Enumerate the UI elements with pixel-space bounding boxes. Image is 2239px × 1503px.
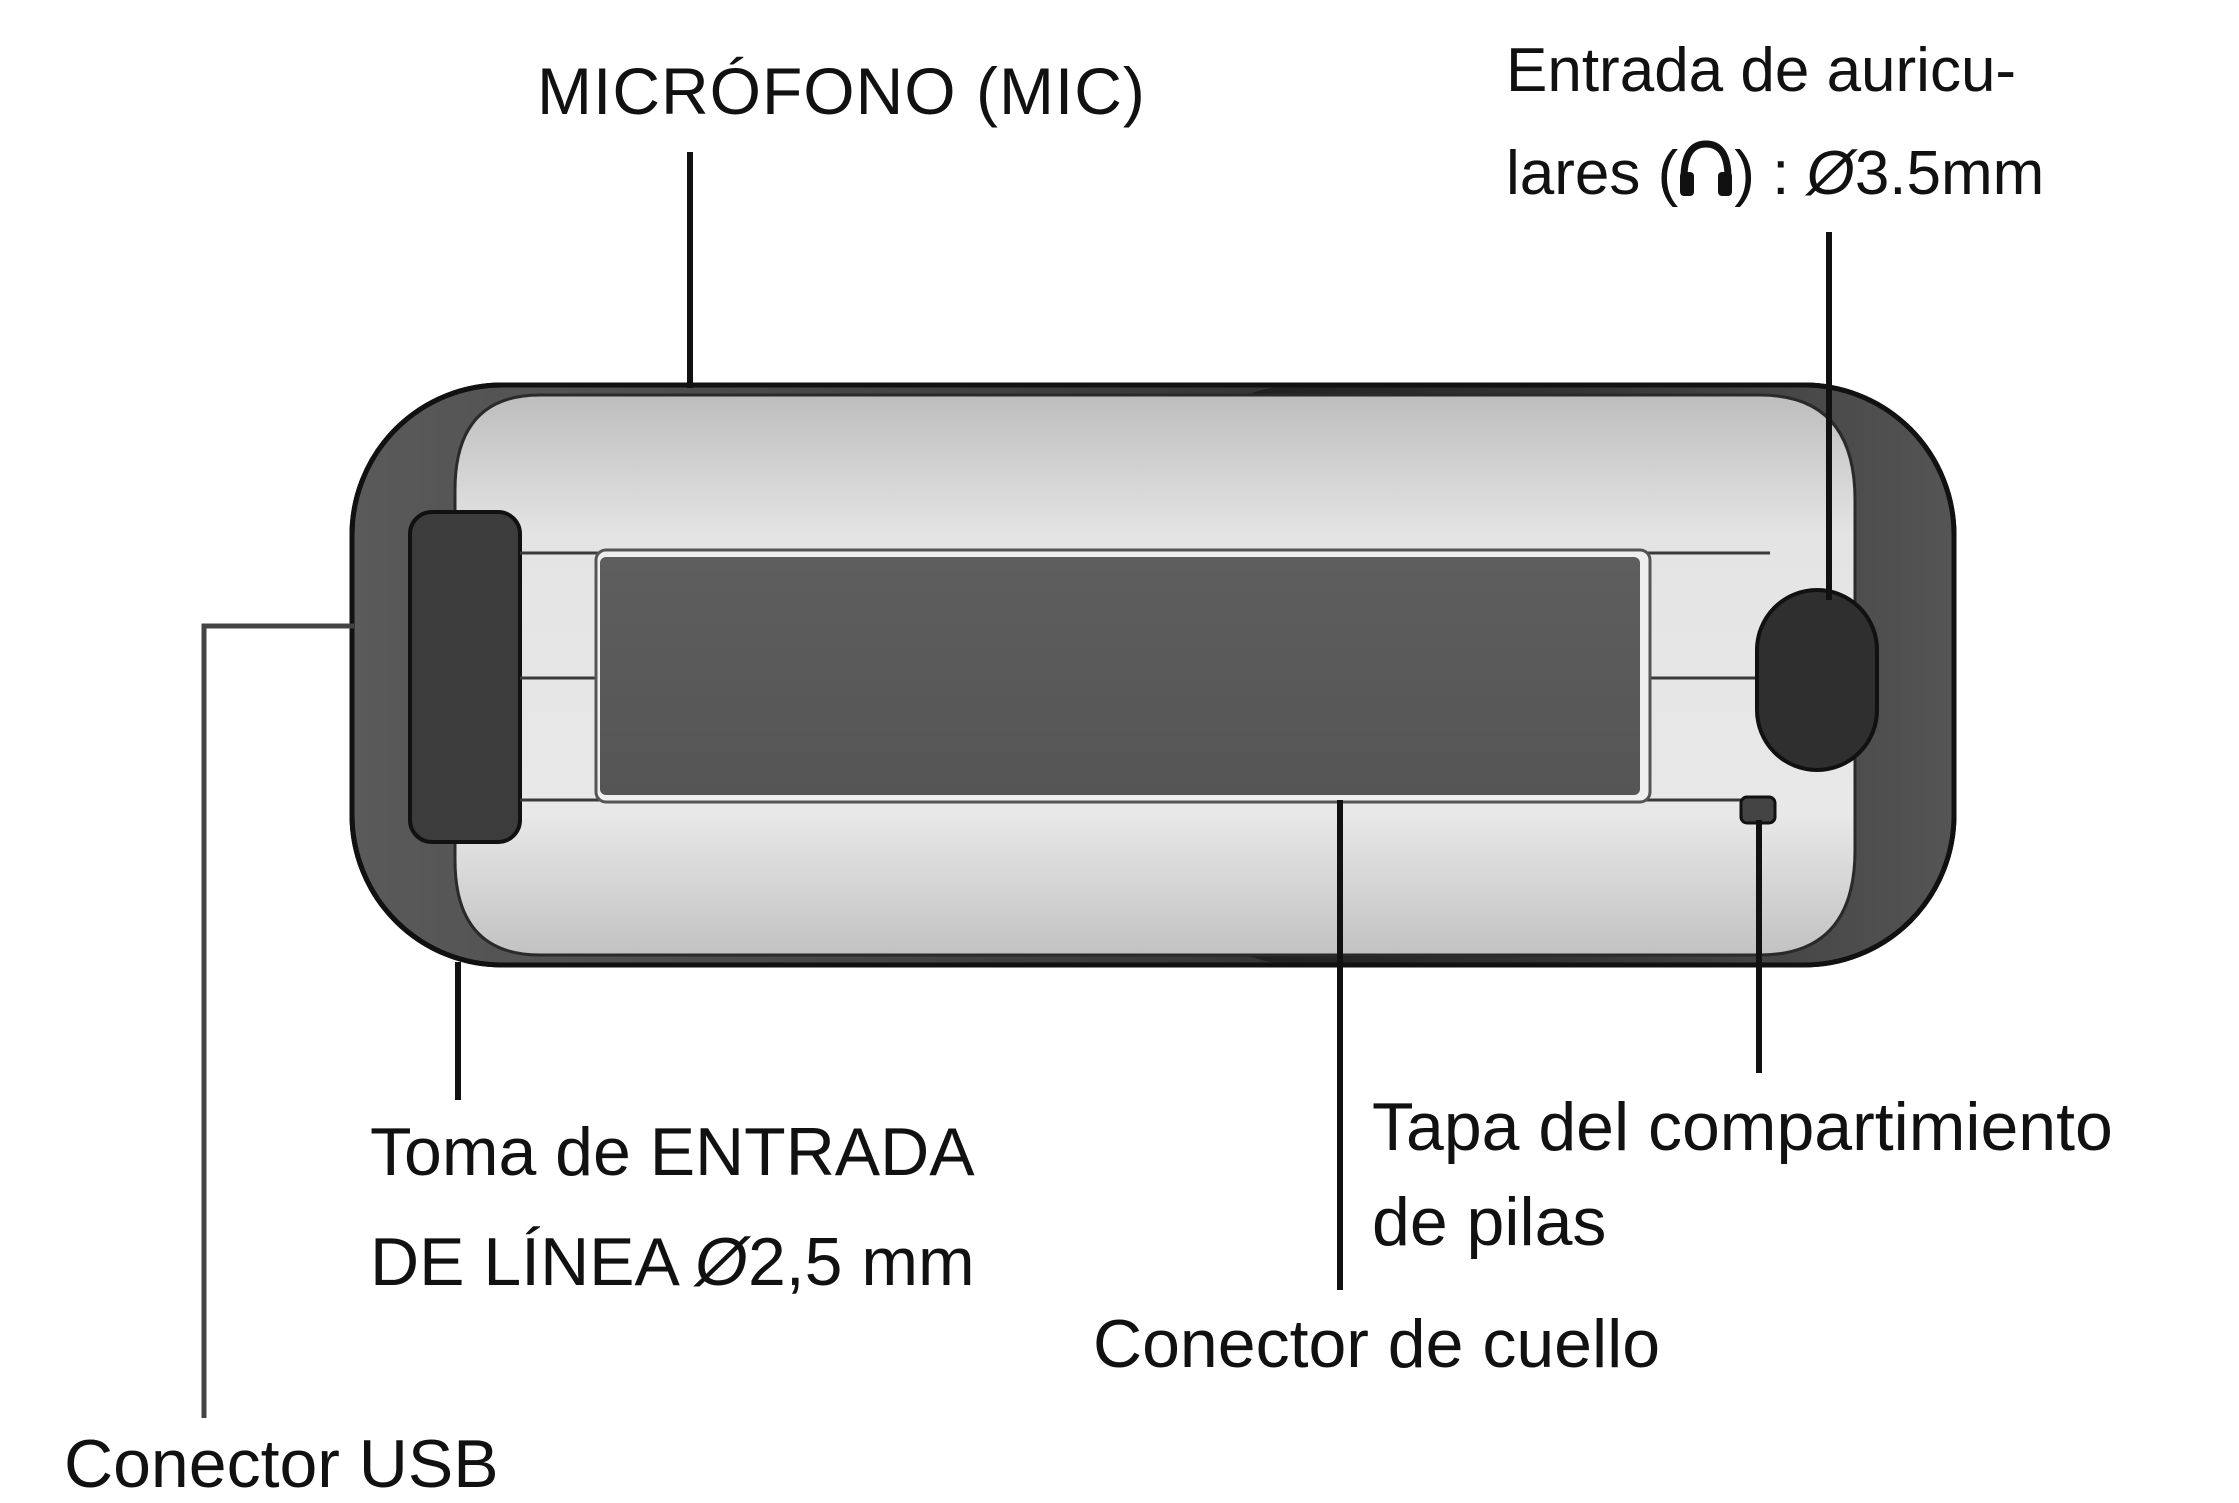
line-in-label-line1: Toma de ENTRADA xyxy=(370,1114,975,1190)
headphones-icon xyxy=(1678,138,1734,211)
headphone-size: 3.5mm xyxy=(1854,139,2045,208)
mic-label: MICRÓFONO (MIC) xyxy=(537,54,1146,128)
line-in-label-prefix: DE LÍNEA xyxy=(370,1224,696,1300)
display-window xyxy=(600,557,1640,795)
diameter-symbol: Ø xyxy=(695,1224,748,1300)
battery-cover-latch xyxy=(1739,795,1777,825)
leader-line-usb xyxy=(201,623,354,1418)
neck-connector-label: Conector de cuello xyxy=(1093,1306,1661,1382)
headphone-jack xyxy=(1755,588,1879,772)
headphone-label-prefix: lares ( xyxy=(1506,139,1679,208)
diameter-symbol: Ø xyxy=(1806,139,1855,208)
headphone-label-suffix: ) : xyxy=(1734,139,1807,208)
line-in-size: 2,5 mm xyxy=(747,1224,975,1300)
headphone-label-line1: Entrada de auricu- xyxy=(1506,36,2017,105)
line-in-label-line2: DE LÍNEA Ø2,5 mm xyxy=(370,1228,975,1296)
battery-cover-label-line1: Tapa del compartimiento xyxy=(1372,1089,2113,1165)
usb-connector-label: Conector USB xyxy=(64,1426,499,1502)
usb-connector-block xyxy=(408,510,522,844)
battery-cover-label-line2: de pilas xyxy=(1372,1184,1607,1260)
headphone-label-line2: lares ( ) : Ø3.5mm xyxy=(1506,138,2044,211)
